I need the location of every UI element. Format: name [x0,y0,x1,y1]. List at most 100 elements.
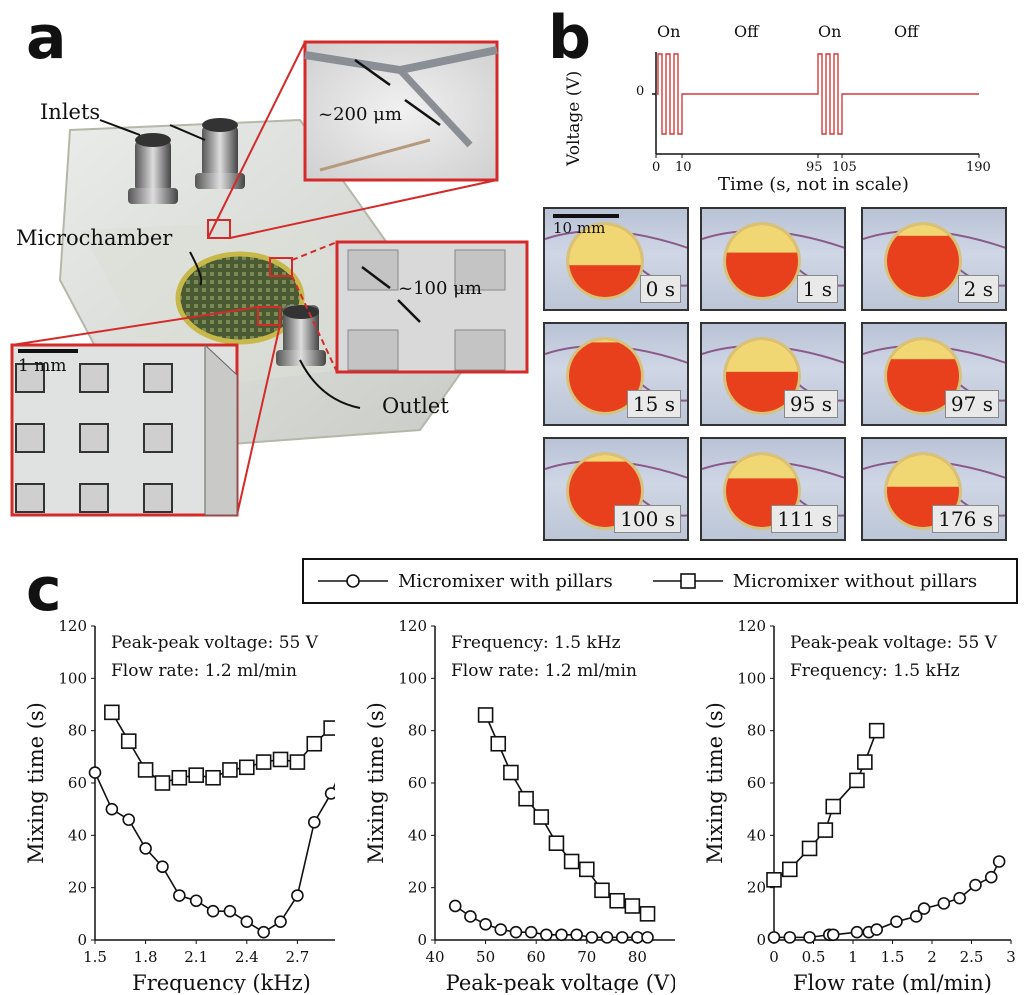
timelapse-frame: 97 s [861,322,1007,426]
timelapse-time-label: 2 s [957,275,999,303]
waveform-xtick-10: 10 [675,160,692,175]
y-tick-label: 20 [408,879,427,897]
chart-annotation: Peak-peak voltage: 55 V [790,633,998,653]
data-point-circle [324,787,335,800]
label-inlets: Inlets [40,100,101,124]
data-point-square [868,722,885,739]
data-point-square [154,775,171,791]
y-tick-label: 100 [737,669,766,687]
y-tick-label: 0 [756,931,766,949]
data-point-circle [156,860,169,874]
data-point-circle [917,902,931,915]
x-tick-label: 70 [577,948,596,966]
data-point-circle [122,813,136,826]
chart-annotation: Frequency: 1.5 kHz [451,633,621,653]
data-point-square [306,735,323,752]
pillar-zoom-inset [335,240,529,374]
data-point-square [766,872,782,888]
data-point-circle [585,931,599,944]
data-point-square [533,809,550,825]
legend-label-with-pillars: Micromixer with pillars [398,570,613,592]
data-point-circle [570,928,583,942]
data-point-square [817,822,834,838]
data-point-circle [890,915,903,928]
data-point-square [594,882,610,899]
data-point-square [563,853,580,870]
data-point-circle [307,815,321,829]
timelapse-time-label: 95 s [783,390,838,418]
data-point-circle [274,915,287,928]
data-point-circle [937,897,951,910]
y-tick-label: 80 [68,722,87,740]
label-microchamber: Microchamber [16,226,173,250]
x-tick-label: 80 [628,948,647,966]
data-point-circle [600,931,614,944]
timelapse-time-label: 176 s [932,505,999,533]
y-axis-label: Mixing time (s) [364,702,388,864]
data-point-square [849,772,865,789]
label-outlet: Outlet [382,394,449,418]
data-point-circle [173,889,186,902]
channel-zoom-inset [303,40,499,182]
waveform-xtick-105: 105 [832,160,857,175]
data-point-square [857,754,873,770]
panel-label-b: b [548,3,591,73]
x-tick-label: 2.4 [235,948,259,966]
x-tick-label: 0 [769,948,779,966]
y-axis-label: Mixing time (s) [703,702,727,864]
label-scale-bar-1mm: 1 mm [18,356,67,376]
data-point-square [503,764,519,781]
waveform-trace [656,53,979,135]
x-tick-label: 2.5 [960,948,984,966]
data-point-circle [969,878,982,892]
data-point-circle [189,894,203,908]
y-tick-label: 80 [747,722,766,740]
label-pillar-gap: ~100 μm [398,278,482,299]
panel-label-c: c [26,555,62,625]
data-point-circle [555,928,568,942]
data-point-circle [494,923,508,936]
y-tick-label: 0 [417,931,427,949]
data-point-square [825,798,842,815]
timelapse-time-label: 1 s [796,275,838,303]
x-tick-label: 3 [1006,948,1016,966]
data-point-circle [826,928,840,942]
series-line [484,714,648,915]
phase-label-off-1: Off [734,22,759,41]
data-point-circle [783,931,797,944]
chart-annotation: Frequency: 1.5 kHz [790,661,960,681]
y-tick-label: 100 [398,669,427,687]
legend-item-with-pillars: Micromixer with pillars [318,571,613,592]
data-point-square [188,767,204,783]
data-point-square [222,762,238,778]
waveform-ylabel: Voltage (V) [564,70,584,166]
y-tick-label: 80 [408,722,427,740]
y-tick-label: 20 [68,879,87,897]
data-point-square [171,769,188,786]
data-point-square [205,769,221,786]
data-point-circle [870,923,883,936]
timelapse-frame: 176 s [861,437,1007,541]
data-point-square [255,754,272,770]
data-point-circle [257,925,270,939]
data-point-square [782,861,798,878]
data-point-square [289,754,306,770]
timelapse-frame: 2 s [861,207,1007,311]
data-point-circle [803,931,816,944]
chart-legend: Micromixer with pillars Micromixer witho… [302,558,1018,604]
y-tick-label: 0 [77,931,87,949]
data-point-square [801,840,818,857]
chamber-image [702,337,844,415]
label-channel-width: ~200 μm [318,104,402,125]
data-point-circle [105,802,119,816]
data-point-circle [240,915,254,928]
y-tick-label: 120 [58,617,87,635]
data-point-circle [615,931,629,944]
waveform-xtick-95: 95 [806,160,823,175]
outlet-fitting [276,305,326,366]
timelapse-time-label: 100 s [614,505,681,533]
data-point-circle [953,891,966,905]
inlet-fitting-left [128,133,178,204]
timelapse-time-label: 97 s [944,390,999,418]
